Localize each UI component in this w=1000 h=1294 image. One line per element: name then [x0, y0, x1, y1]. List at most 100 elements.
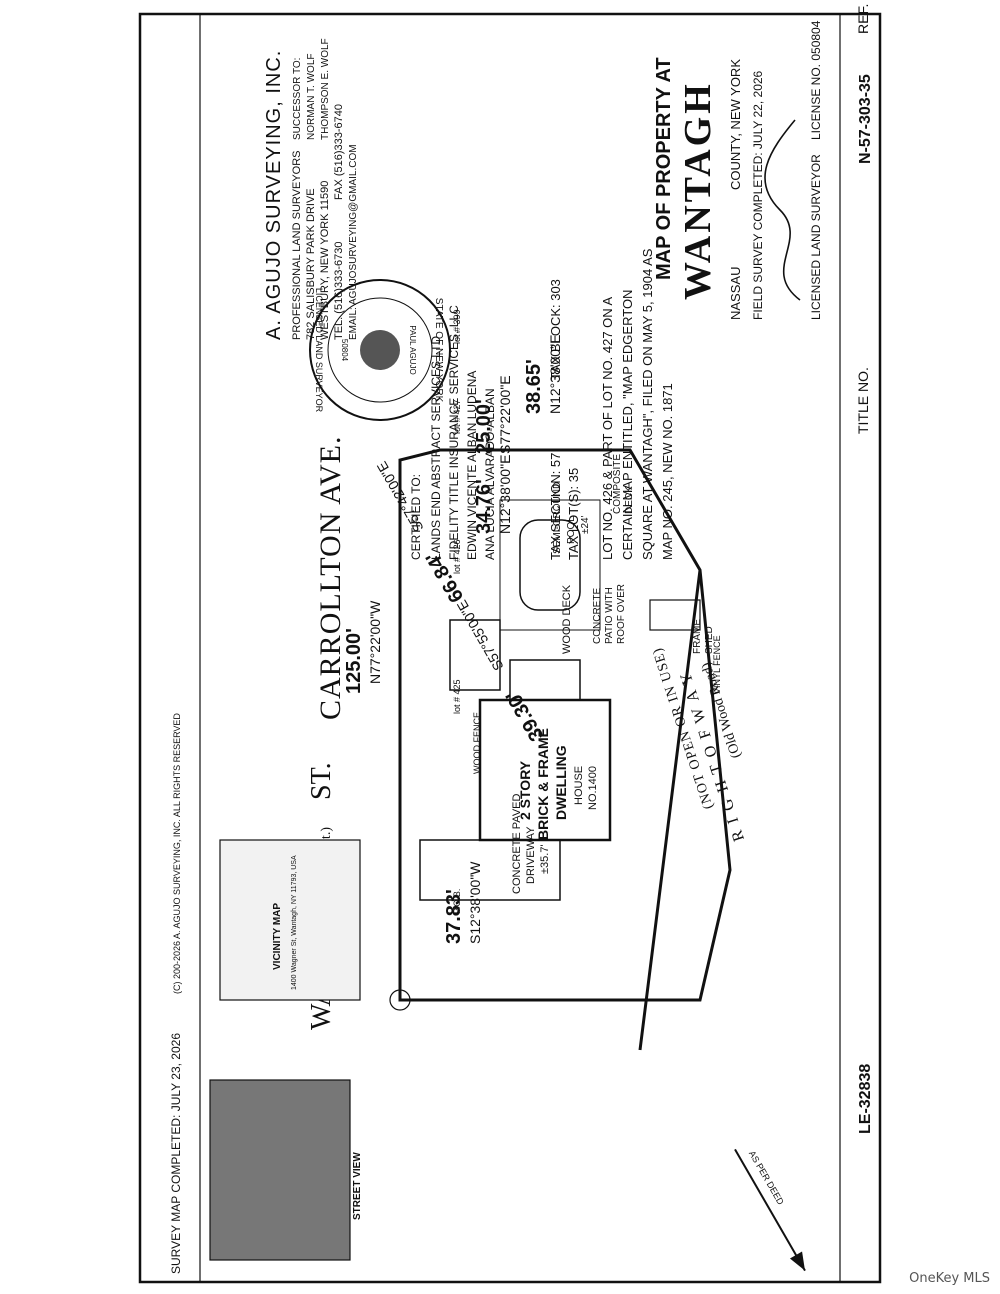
lot-description-2: CERTAIN MAP ENTITLED, "MAP EDGERTON — [620, 290, 635, 560]
ref-no-label: REF. NO. — [855, 0, 871, 34]
driveway-outline — [419, 839, 561, 901]
map-title-2: WANTAGH — [677, 81, 719, 300]
surveyor-signature — [764, 119, 801, 301]
dim-side-1: 34.76' — [473, 479, 495, 534]
street-view-label: STREET VIEW — [352, 1152, 363, 1220]
county-right: COUNTY, NEW YORK — [728, 59, 743, 190]
wood-deck-label: WOOD DECK — [561, 584, 573, 654]
patio-outline — [449, 619, 501, 691]
successor-label: SUCCESSOR TO: — [292, 58, 303, 140]
house-label-4: HOUSE — [573, 766, 585, 805]
row-line — [638, 569, 702, 1051]
north-arrow: AS PER DEED — [734, 1148, 806, 1272]
deck-outline — [499, 499, 601, 631]
seal-bottom-text: LICENSED LAND SURVEYOR — [314, 288, 324, 413]
survey-map-completed: SURVEY MAP COMPLETED: JULY 23, 2026 — [169, 1033, 183, 1274]
successor-1: NORMAN T. WOLF — [306, 54, 317, 140]
dim-wagner-bearing: S12°38'00"W — [467, 861, 483, 944]
street-wagner-suffix: ST. — [306, 762, 337, 800]
patio-label-2: PATIO WITH — [604, 587, 615, 644]
page-border — [138, 12, 882, 1284]
seal-number: 50804 — [340, 339, 349, 362]
dim-side-2-bearing: N12°38'00"E — [547, 335, 563, 414]
dim-front: 125.00' — [343, 628, 365, 694]
patio-label-1: CONCRETE — [592, 588, 603, 644]
vinyl-fence-label: VINYL FENCE — [712, 635, 722, 694]
watermark: OneKey MLS — [909, 1271, 990, 1286]
vicinity-map — [219, 839, 361, 1001]
dim-diag-1-bearing: S57°55'00"E — [453, 597, 506, 673]
lot-description-1: LOT NO. 426 & PART OF LOT NO. 427 ON A — [600, 296, 615, 560]
as-per-deed-label: AS PER DEED — [747, 1149, 786, 1207]
shed-label-2: SHED — [704, 626, 715, 654]
lot-426-label: lot # 426 — [452, 539, 462, 574]
vicinity-map-address: 1400 Wagner St, Wantagh, NY 11793, USA — [291, 855, 298, 990]
copyright: (C) 200-2026 A. AGUJO SURVEYING, INC. AL… — [172, 713, 182, 994]
street-carrollton: CARROLLTON AVE. — [314, 435, 347, 720]
lot-427-label: lot # 427 — [452, 399, 462, 434]
lot-425-label: lot # 425 — [452, 679, 462, 714]
lot-description-4: MAP NO. 245, NEW NO. 1871 — [660, 383, 675, 560]
title-no-label: TITLE NO. — [855, 367, 871, 434]
map-title-1: MAP OF PROPERTY AT — [653, 57, 675, 280]
company-name: A. AGUJO SURVEYING, INC. — [263, 50, 285, 340]
driveway-label-2: DRIVEWAY — [525, 826, 537, 884]
driveway-label-1: CONCRETE PAVED — [511, 794, 523, 894]
company-email: EMAIL: AGUJOSURVEYING@GMAIL.COM — [348, 144, 359, 340]
house-label-2: BRICK & FRAME — [535, 728, 551, 840]
pob-label: P.O.B. — [452, 889, 462, 914]
company-line-2: 782 SALISBURY PARK DRIVE — [305, 188, 317, 340]
field-survey-completed: FIELD SURVEY COMPLETED: JULY 22, 2026 — [751, 70, 765, 320]
certified-to-4: ANA LUCIA ALVARADO-ALBAN — [483, 388, 497, 560]
patio-label-3: ROOF OVER — [616, 584, 627, 644]
wood-deck-outline — [509, 659, 581, 701]
vicinity-map-title: VICINITY MAP — [272, 903, 283, 970]
lot-399-label: lot # 399 — [452, 309, 462, 344]
surveyor-seal: STATE OF NEW YORK LICENSED LAND SURVEYOR… — [309, 279, 451, 421]
driveway-dim: ±35.7' — [539, 844, 551, 874]
company-line-5: FAX (516)333-6740 — [333, 104, 345, 200]
license-number: LICENSE NO. 050804 — [809, 20, 823, 140]
property-boundary — [398, 448, 732, 1002]
pool-dim: ±24' — [580, 515, 591, 534]
company-line-4: TEL. (516)333-6730 — [333, 242, 345, 340]
dim-front-bearing: N77°22'00"W — [367, 600, 383, 684]
street-view-photo — [209, 1079, 351, 1261]
seal-name: PAUL AGUJO — [408, 325, 417, 374]
dim-diag-1: 39.30' — [502, 686, 548, 744]
deck-label-2: DECK — [624, 486, 635, 514]
pool-label-1: SEMI-GROUND — [552, 482, 563, 554]
tax-section: TAX SECTION: 57 — [548, 453, 563, 560]
company-line-3: WESTBURY, NEW YORK 11590 — [319, 181, 331, 340]
dim-rear-bearing: S77°22'00"E — [497, 375, 513, 454]
house-label-1: 2 STORY — [517, 760, 533, 820]
section-block-lot: N-57-303-35 — [857, 74, 874, 164]
company-line-1: PROFESSIONAL LAND SURVEYORS — [291, 151, 303, 341]
dim-rear: 25.00' — [473, 399, 495, 454]
dim-side-1-bearing: N12°38'00"E — [497, 455, 513, 534]
shed-label-1: FRAME — [692, 619, 703, 654]
certified-to-1: LANDS END ABSTRACT SERVICES LTD — [429, 336, 443, 560]
pool-outline — [519, 519, 581, 611]
certified-to-label: CERTIFIED TO: — [409, 474, 423, 560]
shed-outline — [649, 599, 701, 631]
deck-label-1: COMPOSITE — [612, 454, 623, 514]
certified-to-3: EDWIN VICENTE ALBAN LUDENA — [465, 371, 479, 560]
house-label-3: DWELLING — [553, 745, 569, 820]
house-number: NO.1400 — [587, 766, 599, 810]
pob-marker — [389, 989, 411, 1011]
lot-description-3: SQUARE AT WANTAGH", FILED ON MAY 5, 1904… — [640, 248, 655, 560]
dim-side-2: 38.65' — [523, 359, 545, 414]
tax-lots: TAX LOT(S): 35 — [566, 468, 581, 560]
seal-top-text: STATE OF NEW YORK — [433, 298, 444, 403]
pool-label-2: POOL — [566, 516, 577, 544]
le-number: LE-32838 — [857, 1064, 874, 1134]
successor-2: THOMPSON E. WOLF — [320, 38, 331, 140]
wood-fence-label: WOOD FENCE — [472, 712, 482, 774]
dim-wagner: 37.83' — [443, 889, 465, 944]
county-left: NASSAU — [728, 267, 743, 320]
tax-block: TAX BLOCK: 303 — [548, 279, 563, 380]
